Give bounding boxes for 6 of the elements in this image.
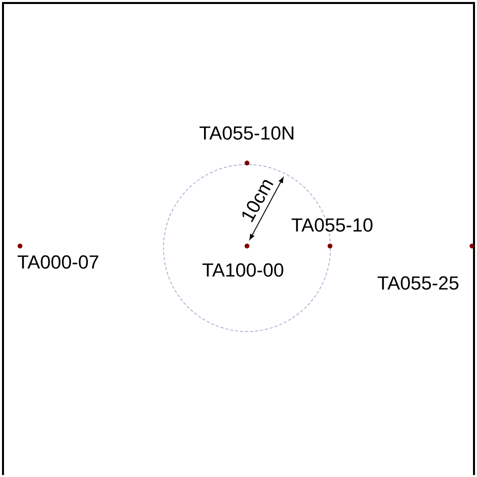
- point-label: TA055-25: [378, 276, 458, 290]
- point-label: TA100-00: [202, 263, 284, 277]
- dimension-label: 10cm: [242, 180, 274, 222]
- point-label: TA055-10: [292, 218, 372, 232]
- point-label: TA055-10N: [200, 126, 294, 140]
- point-label: TA000-07: [18, 255, 98, 269]
